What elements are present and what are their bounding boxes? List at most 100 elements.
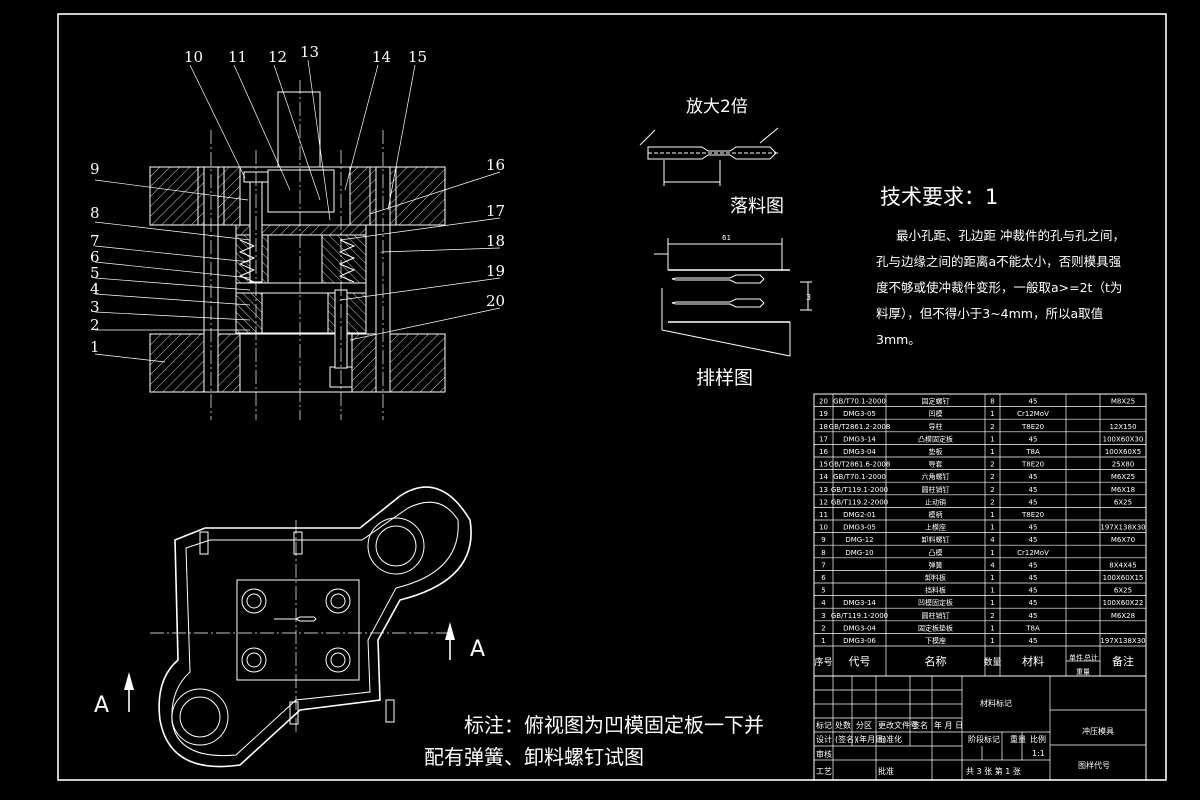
bom-cell: 卸料板 [925, 573, 946, 582]
tb-change-doc: 更改文件号 [878, 720, 918, 730]
bom-cell: 2 [990, 612, 994, 620]
note-line-2: 配有弹簧、卸料螺钉试图 [424, 745, 644, 769]
balloon-15: 15 [408, 48, 427, 66]
bom-cell: 45 [1029, 587, 1038, 595]
balloon-17: 17 [486, 202, 505, 220]
bom-cell: 1 [990, 587, 994, 595]
tb-scale: 1:1 [1032, 749, 1045, 758]
bom-cell: M6X25 [1111, 473, 1135, 481]
bom-cell: 11 [819, 511, 828, 519]
bom-cell: 圆柱销钉 [922, 611, 950, 620]
balloon-20: 20 [486, 292, 505, 310]
bom-cell: GB/T119.1-2000 [831, 612, 888, 620]
balloon-19: 19 [486, 262, 505, 280]
bom-cell: DMG3-04 [843, 624, 876, 632]
bom-cell: 45 [1029, 435, 1038, 443]
bom-cell: 六角螺钉 [922, 472, 950, 481]
bom-header-code: 代号 [849, 655, 871, 668]
bom-cell: T8A [1025, 624, 1040, 632]
bom-cell: DMG3-06 [843, 637, 876, 645]
bom-cell: GB/T70.1-2000 [833, 398, 886, 406]
bom-cell: 12X150 [1109, 423, 1136, 431]
tb-count: 处数 [835, 720, 851, 730]
bom-cell: GB/T119.2-2000 [831, 498, 888, 506]
bom-cell: 模柄 [929, 510, 943, 519]
bom-header-seq: 序号 [814, 656, 832, 668]
balloon-9: 9 [90, 160, 100, 178]
tb-material-mark: 材料标记 [980, 698, 1012, 708]
bom-cell: 2 [990, 461, 994, 469]
bom-cell: 卸料螺钉 [922, 535, 950, 544]
bom-cell: 100X60X22 [1103, 599, 1144, 607]
strip-layout-view: 61 3 排样图 [654, 234, 812, 389]
bom-cell: 17 [819, 435, 828, 443]
balloon-6: 6 [90, 248, 100, 266]
bom-cell: 2 [990, 498, 994, 506]
tech-line-5: 3mm。 [876, 332, 921, 347]
bom-cell: M8X25 [1111, 398, 1135, 406]
bom-cell: 45 [1029, 574, 1038, 582]
bom-cell: 197X138X30 [1100, 524, 1145, 532]
bom-header-single: 单件 [1069, 653, 1083, 662]
balloon-4: 4 [90, 280, 100, 298]
tb-stage-mark: 阶段标记 [968, 734, 1000, 744]
bom-cell: 导套 [929, 460, 943, 469]
bom-cell: 1 [990, 435, 994, 443]
bom-cell: 13 [819, 486, 828, 494]
bom-cell: 导柱 [929, 422, 943, 431]
bom-cell: 1 [990, 637, 994, 645]
bom-cell: 6X25 [1114, 587, 1132, 595]
bom-cell: T8E20 [1021, 461, 1044, 469]
top-view: A A [94, 486, 485, 768]
bom-cell: 20 [819, 398, 828, 406]
tech-title: 技术要求：1 [880, 185, 998, 209]
bom-cell: 凸模 [929, 548, 943, 557]
bom-cell: 1 [990, 549, 994, 557]
balloon-8: 8 [90, 204, 100, 222]
tech-line-3: 度不够或使冲裁件变形，一般取a>=2t（t为 [876, 280, 1122, 295]
bom-cell: DMG3-14 [843, 435, 876, 443]
tech-line-4: 料厚），但不得小于3~4mm，所以a取值 [876, 306, 1103, 321]
bom-cell: DMG-12 [845, 536, 873, 544]
bom-cell: 挡料板 [925, 586, 946, 595]
bom-cell: 14 [819, 473, 828, 481]
strip-dim-top: 61 [722, 234, 731, 242]
bom-header-name: 名称 [925, 654, 947, 668]
blank-scale-label: 放大2倍 [686, 97, 748, 117]
tb-sign: 签名 [912, 720, 928, 730]
bom-cell: 6X25 [1114, 498, 1132, 506]
bom-cell: 18 [819, 423, 828, 431]
bom-cell: 凹模固定板 [918, 598, 953, 607]
tb-drawing-name: 冲压模具 [1082, 726, 1114, 736]
bom-cell: 1 [990, 574, 994, 582]
bom-cell: 19 [819, 410, 828, 418]
bom-header-total: 总计 [1084, 653, 1098, 662]
bom-cell: 45 [1029, 473, 1038, 481]
tb-standard: 标准化 [878, 734, 902, 744]
balloon-11: 11 [228, 48, 247, 66]
bom-cell: 100X60X5 [1105, 448, 1141, 456]
bom-cell: 9 [821, 536, 825, 544]
bom-cell: 固定螺钉 [922, 397, 950, 406]
tb-review: 审核 [816, 749, 832, 759]
bom-cell: 45 [1029, 398, 1038, 406]
bom-cell: M6X70 [1111, 536, 1135, 544]
balloon-1: 1 [90, 338, 100, 356]
bom-cell: 12 [819, 498, 828, 506]
assembly-section-view: 10 11 12 13 14 15 9 8 7 6 5 4 3 2 1 16 1… [90, 43, 505, 420]
section-label-left: A [94, 693, 109, 718]
bom-cell: 8X4X45 [1109, 561, 1136, 569]
bom-cell: 1 [990, 410, 994, 418]
bom-cell: 45 [1029, 637, 1038, 645]
bom-cell: 45 [1029, 524, 1038, 532]
bom-cell: 100X60X30 [1103, 435, 1144, 443]
bom-cell: GB/T70.1-2000 [833, 473, 886, 481]
bom-cell: 弹簧 [929, 560, 943, 569]
tb-date: 年 月 日 [934, 720, 963, 730]
tb-weight: 重量 [1010, 734, 1026, 744]
bom-cell: 16 [819, 448, 828, 456]
bom-cell: T8A [1025, 448, 1040, 456]
strip-dim-side: 3 [806, 293, 811, 302]
balloon-10: 10 [184, 48, 203, 66]
